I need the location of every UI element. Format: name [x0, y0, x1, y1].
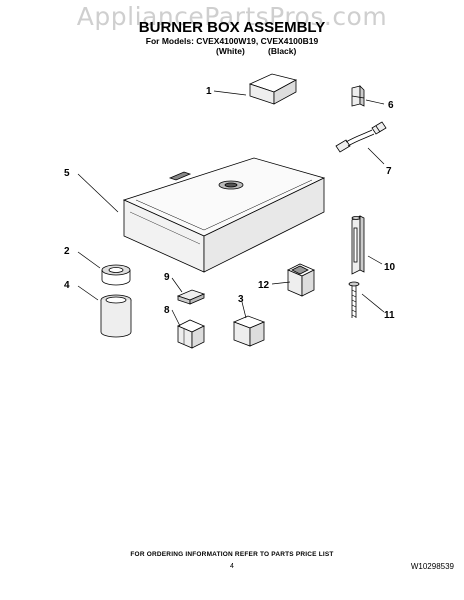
ordering-note: FOR ORDERING INFORMATION REFER TO PARTS … — [130, 551, 334, 558]
callout-4: 4 — [64, 280, 70, 291]
part-4-canister — [100, 294, 132, 338]
part-7-wire-harness — [335, 121, 387, 153]
part-10-slotted-bracket — [351, 215, 365, 275]
part-12-bracket — [287, 263, 315, 297]
watermark: AppliancePartsPros.com — [76, 2, 388, 31]
callout-10: 10 — [384, 262, 396, 273]
callout-1: 1 — [206, 86, 212, 97]
models-line: For Models: CVEX4100W19, CVEX4100B19 — [145, 36, 319, 46]
callout-3: 3 — [238, 294, 244, 305]
part-5-burner-box — [122, 157, 326, 273]
callout-7: 7 — [386, 166, 392, 177]
leader-lines — [77, 90, 385, 327]
page-number: 4 — [230, 563, 234, 570]
callout-2: 2 — [64, 246, 70, 257]
callout-11: 11 — [384, 310, 395, 321]
callout-6: 6 — [388, 100, 394, 111]
part-9-plate — [176, 289, 206, 305]
callout-5: 5 — [64, 168, 70, 179]
callout-12: 12 — [258, 280, 270, 291]
callout-numbers: 1 6 7 5 2 4 9 8 3 12 10 11 — [64, 86, 396, 321]
black-label: (Black) — [268, 46, 297, 56]
callout-9: 9 — [164, 272, 170, 283]
white-label: (White) — [216, 46, 245, 56]
page-title: BURNER BOX ASSEMBLY — [138, 19, 326, 36]
callout-8: 8 — [164, 305, 170, 316]
part-6-bracket — [351, 85, 365, 107]
part-11-screw — [348, 281, 360, 318]
part-3-block — [232, 315, 266, 347]
part-2-collar — [101, 264, 131, 286]
document-id: W10298539 — [410, 562, 454, 571]
part-8-box-bracket — [177, 319, 205, 349]
part-1-cover — [248, 73, 298, 105]
